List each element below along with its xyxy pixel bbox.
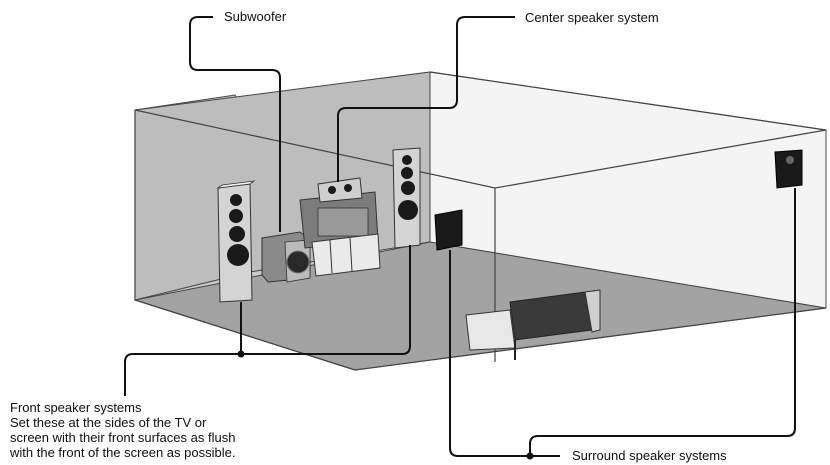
center-leader xyxy=(337,16,515,182)
front-speaker-desc-line-1: Set these at the sides of the TV or xyxy=(10,415,207,430)
subwoofer-speaker xyxy=(261,231,311,283)
front-speaker-caption: Front speaker systems Set these at the s… xyxy=(10,400,330,460)
sofa xyxy=(465,289,601,360)
front-right-speaker xyxy=(392,147,421,249)
surround-right-speaker xyxy=(774,149,803,189)
front-speaker-desc-line-2: screen with their front surfaces as flus… xyxy=(10,430,236,445)
subwoofer-label: Subwoofer xyxy=(224,9,287,24)
surround-leader xyxy=(449,250,560,457)
front-speaker-desc-line-3: with the front of the screen as possible… xyxy=(10,445,236,460)
front-left-speaker xyxy=(216,180,256,303)
surround-left-speaker xyxy=(434,209,463,251)
front-speaker-title: Front speaker systems xyxy=(10,400,142,415)
leader-lines xyxy=(124,16,796,457)
surround-speaker-label: Surround speaker systems xyxy=(572,448,727,463)
center-speaker-label: Center speaker system xyxy=(525,10,659,25)
tv-with-center-speaker xyxy=(299,177,381,277)
subwoofer-leader xyxy=(189,16,281,232)
